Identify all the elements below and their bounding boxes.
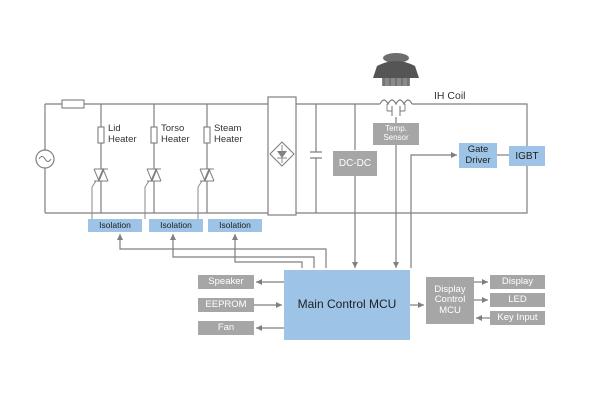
- speaker-block: Speaker: [198, 275, 254, 289]
- gate-driver-block: Gate Driver: [459, 143, 497, 168]
- lid-heater-branch: [97, 104, 105, 213]
- steam-heater-label: Steam Heater: [214, 123, 243, 145]
- display-control-mcu-block: Display Control MCU: [426, 277, 474, 324]
- mcu-to-isolation-2-arrow: [170, 234, 315, 268]
- top-power-rail: [45, 103, 528, 154]
- bottom-power-rail: [45, 166, 528, 214]
- isolation-block-1: Isolation: [88, 219, 142, 232]
- torso-heater-label: Torso Heater: [161, 123, 190, 145]
- steam-heater-branch: [203, 104, 211, 213]
- led-block: LED: [490, 293, 545, 307]
- key-input-block: Key Input: [490, 311, 545, 325]
- ih-coil-label: IH Coil: [434, 90, 466, 102]
- main-control-mcu-block: Main Control MCU: [284, 270, 410, 340]
- isolation-block-3: Isolation: [208, 219, 262, 232]
- triac-icon: [197, 167, 215, 188]
- triac-icon: [91, 167, 109, 188]
- mcu-to-isolation-1-arrow: [117, 234, 327, 268]
- torso-heater-branch: [150, 104, 158, 213]
- temp-sensor-block: Temp. Sensor: [373, 123, 419, 145]
- mcu-to-isolation-3-arrow: [232, 234, 303, 268]
- dc-dc-block: DC-DC: [333, 151, 377, 176]
- bridge-rectifier-icon: [267, 96, 297, 216]
- display-block: Display: [490, 275, 545, 289]
- ih-coil-icon: [379, 99, 413, 116]
- mcu-to-gatedriver-arrow: [410, 152, 457, 268]
- isolation-block-2: Isolation: [149, 219, 203, 232]
- triac-icon: [144, 167, 162, 188]
- fan-block: Fan: [198, 321, 254, 335]
- igbt-block: IGBT: [509, 146, 545, 166]
- capacitor-icon: [310, 104, 322, 213]
- ac-source-icon: [35, 149, 55, 169]
- lid-heater-label: Lid Heater: [108, 123, 137, 145]
- fuse-icon: [61, 99, 85, 109]
- pot-icon: [373, 53, 419, 86]
- eeprom-block: EEPROM: [198, 298, 254, 312]
